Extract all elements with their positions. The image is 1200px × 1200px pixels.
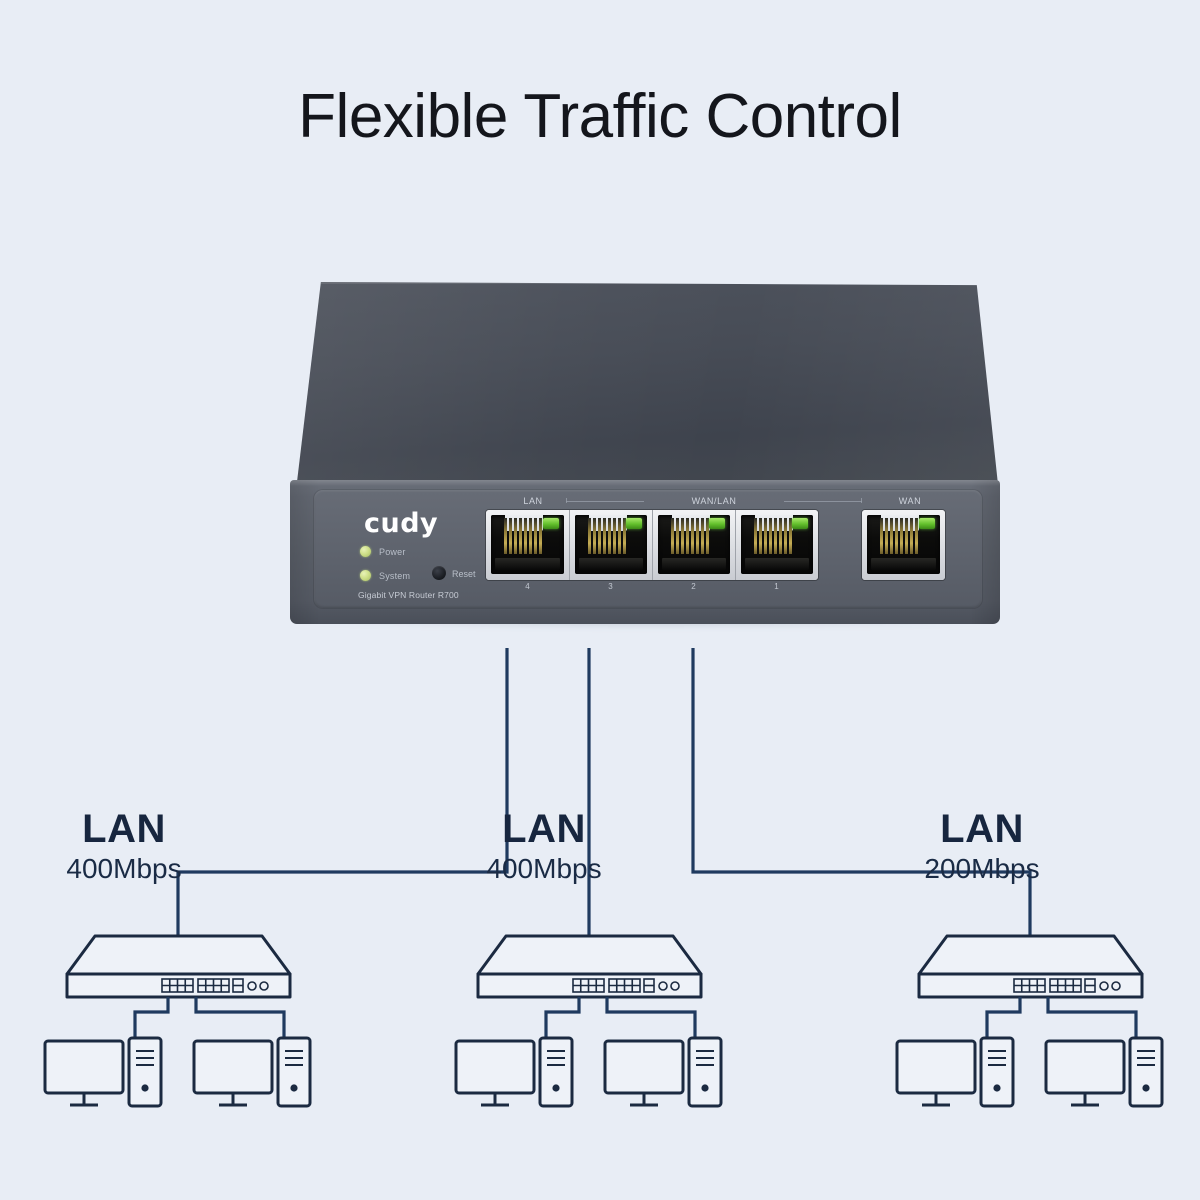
switch-icon-1 [65, 934, 292, 999]
power-led-dot [360, 546, 371, 557]
lan-group-2 [454, 934, 723, 1108]
router-top-edge [296, 282, 997, 487]
switch-ports-3 [1013, 978, 1121, 993]
rj45-port-4[interactable] [486, 510, 569, 580]
router-top-sheen [296, 282, 998, 487]
router-front-panel: cudy Power System Reset Gigabit VPN Rout… [290, 480, 1000, 624]
reset-button[interactable] [432, 566, 446, 580]
tower-5-detail [988, 1050, 1006, 1092]
rj45-link-led [709, 518, 725, 529]
cable-switch3-to-pc2 [1046, 997, 1138, 1040]
computer-1 [43, 1039, 125, 1107]
group-tick-right [861, 498, 862, 503]
rj45-port-3[interactable] [569, 510, 652, 580]
rj45-link-led [626, 518, 642, 529]
rj45-shield [495, 558, 560, 570]
port-number-3: 3 [608, 582, 613, 591]
port-group-label-lan: LAN [523, 496, 543, 506]
port-group-label-wanlan: WAN/LAN [691, 496, 737, 506]
power-led-label: Power [379, 546, 406, 557]
switch-icon-2 [476, 934, 703, 999]
rj45-pins [588, 518, 630, 554]
tower-1-detail [136, 1050, 154, 1092]
router-faceplate: cudy Power System Reset Gigabit VPN Rout… [314, 490, 982, 608]
computer-6 [1044, 1039, 1126, 1107]
lan-speed-2: 400Mbps [486, 853, 602, 885]
router-top-lid [296, 282, 998, 487]
lan-speed-3: 200Mbps [924, 853, 1040, 885]
lan-title-1: LAN [82, 807, 166, 851]
lan-title-2: LAN [502, 807, 586, 851]
tower-5 [979, 1036, 1015, 1108]
port-number-2: 2 [691, 582, 696, 591]
cable-router-to-lan-3 [691, 648, 1032, 945]
rj45-cavity [658, 515, 730, 574]
rj45-pins [504, 518, 546, 554]
tower-3 [538, 1036, 574, 1108]
rj45-port-1[interactable] [735, 510, 818, 580]
tower-6 [1128, 1036, 1164, 1108]
rj45-pins [754, 518, 796, 554]
reset-button-label: Reset [452, 569, 476, 579]
rj45-cavity [491, 515, 564, 574]
cable-router-to-lan-1 [176, 648, 509, 945]
system-led: System [360, 570, 410, 581]
computer-2 [192, 1039, 274, 1107]
router-device: cudy Power System Reset Gigabit VPN Rout… [282, 282, 1002, 630]
brand-logo: cudy [364, 508, 439, 539]
lan-label-2: LAN 400Mbps [434, 807, 654, 885]
rj45-pins [880, 518, 922, 554]
computer-5 [895, 1039, 977, 1107]
switch-ports-2 [572, 978, 680, 993]
port-group-label-wan: WAN [898, 496, 922, 506]
rj45-shield [662, 558, 726, 570]
cable-switch1-to-pc1 [133, 997, 170, 1040]
group-rule-left [566, 501, 644, 502]
switch-icon-3 [917, 934, 1144, 999]
rj45-port-2[interactable] [652, 510, 735, 580]
rj45-port-wan[interactable] [862, 510, 945, 580]
switch-ports-1 [161, 978, 269, 993]
tower-4-detail [696, 1050, 714, 1092]
power-led: Power [360, 546, 406, 557]
model-label: Gigabit VPN Router R700 [358, 590, 459, 600]
computer-3 [454, 1039, 536, 1107]
port-number-1: 1 [774, 582, 779, 591]
system-led-label: System [379, 570, 411, 581]
computer-4 [603, 1039, 685, 1107]
cable-switch2-to-pc2 [605, 997, 697, 1040]
lan-label-3: LAN 200Mbps [872, 807, 1092, 885]
rj45-shield [871, 558, 936, 570]
tower-4 [687, 1036, 723, 1108]
cable-switch1-to-pc2 [194, 997, 286, 1040]
tower-1 [127, 1036, 163, 1108]
tower-6-detail [1137, 1050, 1155, 1092]
rj45-cavity [741, 515, 813, 574]
tower-2-detail [285, 1050, 303, 1092]
system-led-dot [360, 570, 371, 581]
rj45-cavity [575, 515, 647, 574]
tower-3-detail [547, 1050, 565, 1092]
lan-title-3: LAN [940, 807, 1024, 851]
cable-switch2-to-pc1 [544, 997, 581, 1040]
lan-label-1: LAN 400Mbps [14, 807, 234, 885]
group-tick-left [566, 498, 567, 503]
tower-2 [276, 1036, 312, 1108]
rj45-link-led [792, 518, 808, 529]
rj45-cavity [867, 515, 940, 574]
port-bank-lan [486, 510, 818, 580]
rj45-pins [671, 518, 713, 554]
page-title: Flexible Traffic Control [298, 82, 902, 151]
rj45-link-led [543, 518, 559, 529]
rj45-link-led [919, 518, 935, 529]
group-rule-right [784, 501, 862, 502]
port-bank-wan [862, 510, 945, 580]
port-number-4: 4 [525, 582, 530, 591]
lan-group-1 [43, 934, 312, 1108]
lan-speed-1: 400Mbps [66, 853, 182, 885]
rj45-shield [745, 558, 809, 570]
rj45-shield [579, 558, 643, 570]
lan-group-3 [895, 934, 1164, 1108]
cable-switch3-to-pc1 [985, 997, 1022, 1040]
